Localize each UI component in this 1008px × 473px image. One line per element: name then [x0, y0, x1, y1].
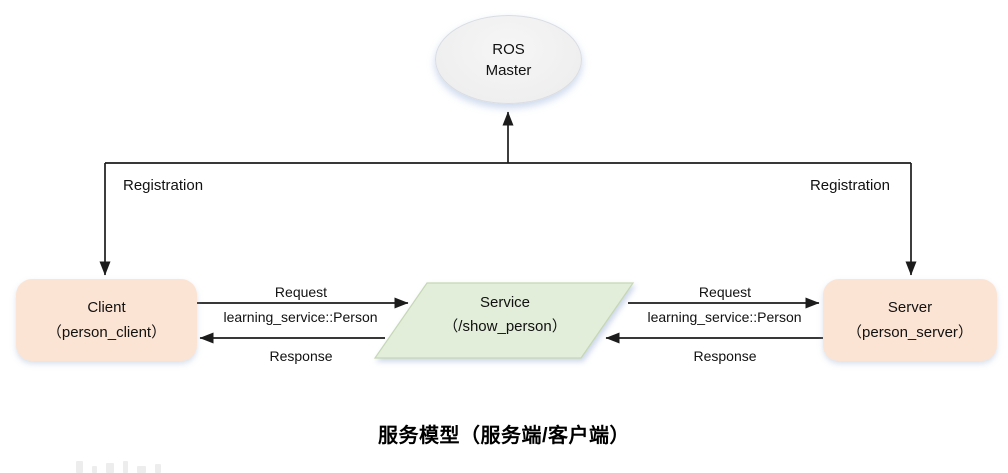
server-node: Server （person_server）: [823, 279, 997, 361]
ros-master-title-line2: Master: [485, 61, 532, 79]
service-shape: [373, 282, 635, 359]
watermark-fragment: [155, 464, 161, 473]
watermark-fragment: [137, 466, 146, 473]
service-title: Service: [479, 294, 531, 311]
service-node-label: Service （/show_person）: [394, 291, 616, 339]
watermark-fragment: [76, 461, 83, 473]
registration-label-left: Registration: [123, 177, 204, 194]
watermark-fragment: [106, 463, 114, 473]
ros-master-title-line1: ROS: [492, 40, 525, 58]
client-request-label: Request: [274, 284, 328, 300]
server-subtitle: （person_server）: [847, 324, 973, 341]
service-subtitle: （/show_person）: [443, 318, 567, 335]
client-subtitle: （person_client）: [46, 324, 167, 341]
client-node: Client （person_client）: [16, 279, 197, 361]
watermark-fragment: [123, 461, 128, 473]
service-server-message-type-label: learning_service::Person: [647, 309, 802, 325]
watermark-strokes: [76, 461, 161, 473]
client-response-label: Response: [269, 348, 333, 364]
ros-master-node: ROS Master: [435, 15, 582, 104]
client-service-message-type-label: learning_service::Person: [223, 309, 378, 325]
diagram-caption: 服务模型（服务端/客户端）: [377, 425, 631, 447]
server-response-label: Response: [693, 348, 757, 364]
registration-label-right: Registration: [809, 177, 890, 194]
watermark-fragment: [92, 466, 97, 473]
client-title: Client: [87, 299, 126, 316]
server-request-label: Request: [698, 284, 752, 300]
server-title: Server: [887, 299, 933, 316]
